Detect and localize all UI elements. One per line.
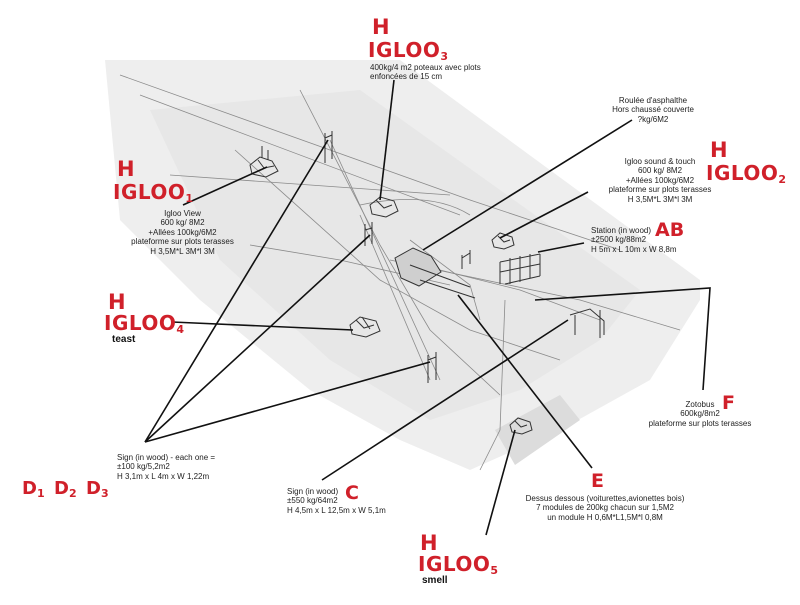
sign-d3-label: D3 [86,478,109,500]
igloo2-line: H 3,5M*L 3M*l 3M [627,194,693,204]
igloo3-h: H [372,15,390,39]
dessus-info: Dessus dessous (voiturettes,avionettes b… [505,494,705,522]
zotobus-structure [569,308,605,338]
dessus-letter: E [591,470,604,492]
zotobus-line: Zotobus [685,400,715,409]
leader-igloo2 [499,191,589,239]
sign-c-line: Sign (in wood) [287,487,339,496]
igloo3-info: 400kg/4 m2 poteaux avec plots enfoncées … [370,63,500,82]
sign-c-line: H 4,5m x L 12,5m x W 5,1m [287,505,386,515]
leader-sign-d3 [144,361,431,443]
igloo3-line: 400kg/4 m2 poteaux avec plots [370,63,481,72]
path-line [139,94,461,216]
asphalt-line: ?kg/6M2 [637,114,669,124]
igloo2-line: 600 kg/ 8M2 [637,166,683,176]
leader-igloo3 [379,79,395,201]
station-line: ±2500 kg/88m2 [591,235,647,245]
path-line [409,239,481,321]
zotobus-letter: F [722,392,735,414]
igloo5-title: IGLOO5 [418,552,499,577]
sign-d2-label: D2 [54,478,77,500]
igloo1-line: Igloo View [164,209,201,218]
igloo-5-structure [509,417,533,435]
station-structure [461,250,541,285]
terrain-inner [150,90,640,420]
sign-d1-label: D1 [22,478,45,500]
path-line [234,149,561,361]
leader-station [537,242,585,253]
sign-d-line: Sign (in wood) - each one = [117,453,216,462]
igloo2-line: Igloo sound & touch [624,157,696,166]
leader-igloo1 [182,166,268,206]
igloo4-sub: teast [112,334,136,345]
igloo2-line: +Allées 100kg/6M2 [625,175,695,185]
dessus-line: un module H 0,6M*L1,5M*l 0,8M [547,512,663,522]
asphalt-line: Roulée d'asphalthe [618,96,688,105]
path-line [479,299,506,471]
leader-sign-c [321,319,569,481]
asphalt-structure [394,247,476,299]
igloo3-title: IGLOO3 [368,38,449,63]
leader-igloo4 [171,321,354,331]
igloo1-title: IGLOO1 [113,180,194,205]
sign-c-info: Sign (in wood) ±550 kg/64m2 H 4,5m x L 1… [287,487,397,515]
sign-d-info: Sign (in wood) - each one = ±100 kg/5,2m… [117,453,242,481]
dessus-line: Dessus dessous (voiturettes,avionettes b… [525,494,685,503]
station-letter: AB [655,219,685,241]
sign-d-line: ±100 kg/5,2m2 [117,462,170,472]
leader-igloo5 [485,429,516,536]
igloo5-h: H [420,531,438,555]
terrain-lower [495,395,580,465]
station-line: H 5m x L 10m x W 8,8m [591,244,677,254]
path-line [439,269,601,321]
zotobus-line: plateforme sur plots terasses [648,418,752,428]
zotobus-line: 600kg/8m2 [680,409,720,419]
sign-structures [324,131,437,383]
sign-c-letter: C [345,482,359,504]
igloo1-line: 600 kg/ 8M2 [160,218,205,228]
igloo4-title: IGLOO4 [104,311,185,336]
igloo1-line: plateforme sur plots terasses [131,237,234,247]
leader-asphalt [422,119,633,251]
dessus-line: 7 modules de 200kg chacun sur 1,5M2 [536,503,674,513]
igloo2-line: plateforme sur plots terasses [608,185,712,195]
igloo-4-structure [349,316,381,338]
path-line [169,174,451,196]
igloo4-h: H [108,290,126,314]
station-line: Station (in wood) [591,226,652,235]
leader-lines [144,79,711,536]
leader-sign-d2 [144,234,371,443]
igloo1-h: H [117,157,135,181]
path-line [119,74,621,251]
structures [249,131,605,435]
igloo1-line: H 3,5M*L 3M*l 3M [150,246,215,256]
igloo3-line: enfoncées de 15 cm [370,72,443,82]
sign-c-line: ±550 kg/64m2 [287,496,338,506]
igloo1-line: +Allées 100kg/6M2 [148,227,217,237]
path-line [329,139,441,381]
leader-zotobus [534,287,711,391]
station-info: Station (in wood) ±2500 kg/88m2 H 5m x L… [591,226,696,254]
igloo1-info: Igloo View 600 kg/ 8M2 +Allées 100kg/6M2… [130,209,235,256]
igloo5-sub: smell [422,575,448,586]
leader-sign-d1 [144,139,329,443]
path-line [299,89,501,396]
asphalt-info: Roulée d'asphalthe Hors chaussé couverte… [598,96,708,124]
zotobus-info: Zotobus 600kg/8m2 plateforme sur plots t… [640,400,760,428]
asphalt-line: Hors chaussé couverte [612,105,694,115]
igloo2-title: IGLOO2 [706,161,787,186]
igloo2-h: H [710,138,728,162]
leader-dessus [457,294,593,469]
sign-d-line: H 3,1m x L 4m x W 1,22m [117,471,210,481]
igloo2-info: Igloo sound & touch 600 kg/ 8M2 +Allées … [606,157,714,204]
path-line [359,198,471,216]
